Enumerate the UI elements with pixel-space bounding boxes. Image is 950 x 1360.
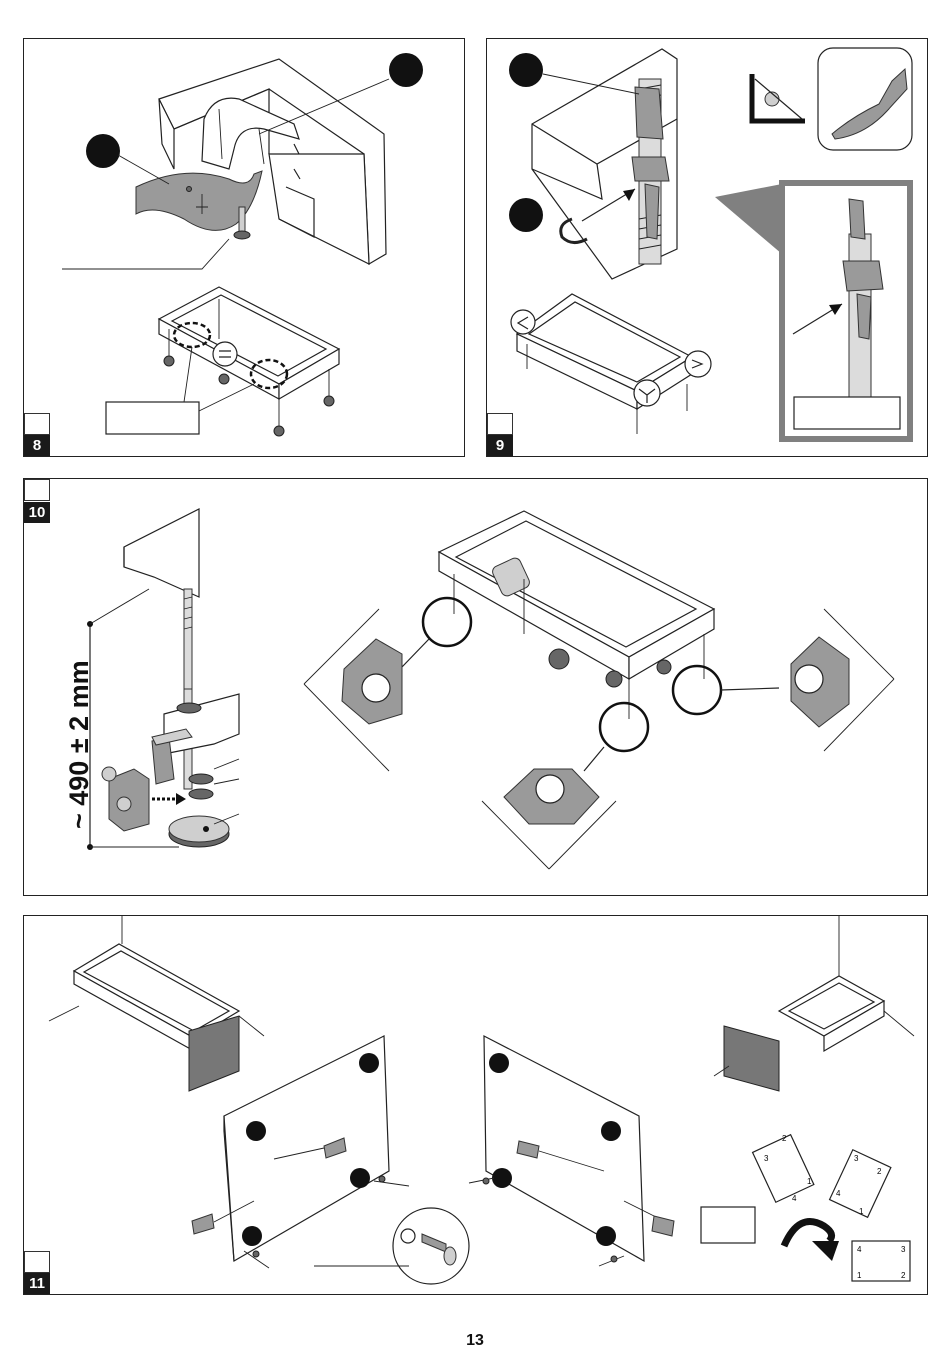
card-b-3: 4 [836, 1189, 841, 1198]
card-c-2: 3 [901, 1245, 906, 1254]
empty-label-box [701, 1207, 755, 1243]
card-c-4: 2 [901, 1271, 906, 1280]
tub-illustration-left [49, 916, 264, 1091]
rotate-arrow-icon [784, 1222, 839, 1262]
foot-icon [169, 816, 229, 847]
card-a-4: 1 [807, 1177, 812, 1186]
callout-dot-a [389, 53, 423, 87]
bracket-icon [159, 59, 386, 264]
tub-illustration [511, 294, 711, 434]
step-11-panel: 11 [23, 915, 928, 1295]
step-8-illustration [24, 39, 466, 458]
card-c-3: 1 [857, 1271, 862, 1280]
bracket-icon [752, 74, 805, 121]
step-11-illustration: 2 3 4 1 3 2 4 1 4 3 1 2 [24, 916, 929, 1296]
card-b-4: 1 [859, 1207, 864, 1216]
callout-dot-c [509, 53, 543, 87]
page-number: 13 [0, 1332, 950, 1350]
step-9-panel: 9 [486, 38, 928, 457]
card-a-2: 3 [764, 1154, 769, 1163]
tub-illustration-right [714, 916, 914, 1091]
card-b-2: 2 [877, 1167, 882, 1176]
callout-dot-d [509, 198, 543, 232]
card-b-1: 3 [854, 1154, 859, 1163]
card-a-1: 2 [782, 1134, 787, 1143]
step-10-illustration [24, 479, 929, 897]
callout-dot-b [86, 134, 120, 168]
card-a-3: 4 [792, 1194, 797, 1203]
card-c-1: 4 [857, 1245, 862, 1254]
threaded-rod [184, 589, 192, 689]
side-panel-right [484, 1036, 674, 1261]
step-8-panel: 8 [23, 38, 465, 457]
step-9-illustration [487, 39, 929, 458]
step-10-panel: 10 ~ 490 ± 2 mm [23, 478, 928, 896]
